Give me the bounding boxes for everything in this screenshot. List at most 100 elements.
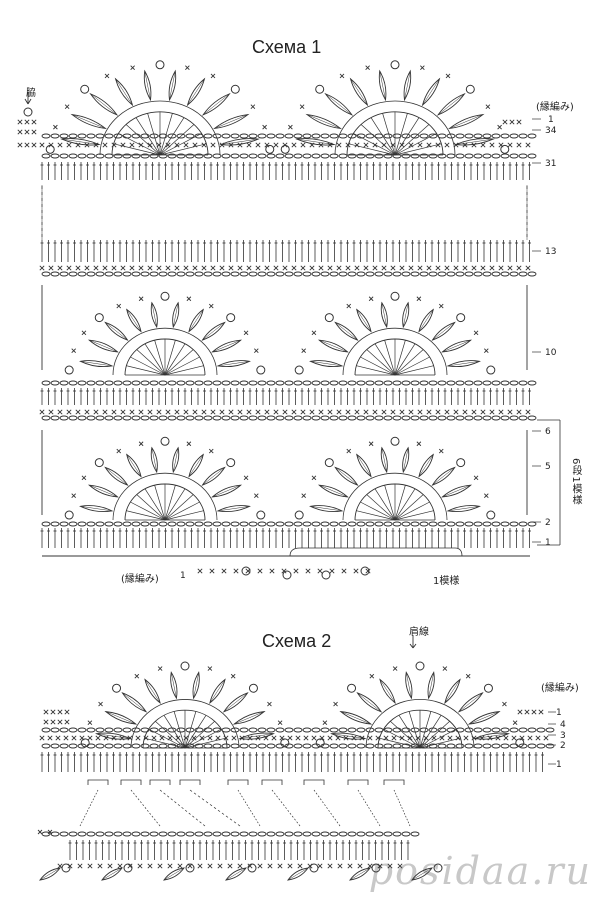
single-crochet-mark xyxy=(71,348,77,353)
chain-row-oval xyxy=(311,153,321,159)
chain-row-oval xyxy=(203,727,213,733)
chain-row-oval xyxy=(527,727,537,733)
chain-row-oval xyxy=(392,380,402,386)
single-crochet-mark xyxy=(359,735,365,741)
single-crochet-mark xyxy=(167,863,173,869)
dashed-join-line xyxy=(294,818,296,821)
chain-row-oval xyxy=(356,380,366,386)
puff-stitch-leaf xyxy=(212,113,250,130)
chain-row-oval xyxy=(311,521,321,527)
picot-circle xyxy=(294,510,304,520)
chain-row-oval xyxy=(509,271,519,277)
chain-row-oval xyxy=(446,133,456,139)
single-crochet-mark xyxy=(273,265,279,271)
fan-radial-stitch xyxy=(159,124,195,156)
single-crochet-mark xyxy=(138,142,144,148)
repeat-bracket xyxy=(289,547,463,557)
single-crochet-mark xyxy=(221,568,227,574)
puff-stitch-vein xyxy=(349,867,371,881)
single-crochet-mark xyxy=(237,142,243,148)
single-crochet-mark xyxy=(525,142,531,148)
picot-circle xyxy=(309,863,319,873)
single-crochet-mark xyxy=(372,142,378,148)
dashed-join-line xyxy=(398,801,401,804)
single-crochet-mark xyxy=(223,735,229,741)
single-crochet-mark xyxy=(511,735,517,741)
single-crochet-mark xyxy=(317,568,323,574)
chain-row-oval xyxy=(464,743,474,749)
fan-radial-stitch xyxy=(394,501,430,521)
chain-row-oval xyxy=(239,153,249,159)
dashed-join-line xyxy=(188,812,191,815)
chain-row-oval xyxy=(410,521,420,527)
single-crochet-mark xyxy=(279,735,285,741)
puff-stitch-vein xyxy=(442,485,471,498)
dashed-join-line xyxy=(192,815,195,818)
single-crochet-mark xyxy=(483,493,489,498)
chain-row-oval xyxy=(230,415,240,421)
picot-circle xyxy=(433,863,443,873)
single-crochet-mark xyxy=(516,142,522,148)
chain-row-oval xyxy=(266,521,276,527)
dashed-join-line xyxy=(163,792,166,795)
picot-circle xyxy=(324,458,334,468)
single-crochet-mark xyxy=(367,863,373,869)
chain-row-oval xyxy=(284,727,294,733)
chain-row-oval xyxy=(410,380,420,386)
fan-chain-arc xyxy=(112,472,218,521)
chain-row-oval xyxy=(392,743,402,749)
dashed-join-line xyxy=(282,804,285,807)
single-crochet-mark xyxy=(354,409,360,415)
dashed-join-line xyxy=(133,792,135,795)
dashed-join-line xyxy=(79,824,82,827)
chain-row-oval xyxy=(104,271,114,277)
chain-row-oval xyxy=(482,415,492,421)
puff-stitch-vein xyxy=(202,93,230,116)
single-crochet-mark xyxy=(300,142,306,148)
single-crochet-mark xyxy=(255,265,261,271)
chain-row-oval xyxy=(509,380,519,386)
single-crochet-mark xyxy=(462,409,468,415)
chain-row-oval xyxy=(68,153,78,159)
single-crochet-mark xyxy=(247,863,253,869)
single-crochet-mark xyxy=(525,265,531,271)
single-crochet-mark xyxy=(17,129,23,135)
single-crochet-mark xyxy=(253,493,259,498)
chain-row-oval xyxy=(338,521,348,527)
single-crochet-mark xyxy=(130,65,135,70)
chain-row-oval xyxy=(95,380,105,386)
single-crochet-mark xyxy=(84,142,90,148)
chain-row-oval xyxy=(419,521,429,527)
fan-radial-stitch xyxy=(154,340,166,376)
row-label-s2-1-bottom: 1 xyxy=(556,760,562,770)
dashed-join-line xyxy=(86,810,89,812)
single-crochet-mark xyxy=(345,265,351,271)
single-crochet-mark xyxy=(104,73,110,79)
single-crochet-mark xyxy=(64,709,70,715)
single-crochet-mark xyxy=(282,142,288,148)
single-crochet-mark xyxy=(39,409,45,415)
chain-row-oval xyxy=(464,727,474,733)
fan-radial-stitch xyxy=(136,494,166,521)
single-crochet-mark xyxy=(107,863,113,869)
chain-row-oval xyxy=(239,521,249,527)
chain-row-oval xyxy=(86,153,96,159)
single-crochet-mark xyxy=(39,735,45,741)
chain-row-oval xyxy=(248,153,258,159)
chain-row-oval xyxy=(131,727,141,733)
single-crochet-mark xyxy=(111,142,117,148)
chain-row-oval xyxy=(68,271,78,277)
fan-radial-stitch xyxy=(126,365,166,376)
chain-row-oval xyxy=(302,133,312,139)
chain-row-oval xyxy=(86,133,96,139)
chain-row-oval xyxy=(167,743,177,749)
row-label-s1-2: 2 xyxy=(545,518,551,528)
single-crochet-mark xyxy=(345,409,351,415)
chain-row-oval xyxy=(50,727,60,733)
fan-radial-stitch xyxy=(144,343,166,376)
puff-stitch-leaf xyxy=(188,308,204,333)
single-crochet-mark xyxy=(17,142,23,148)
chain-row-oval xyxy=(140,153,150,159)
single-crochet-mark xyxy=(255,409,261,415)
chain-row-oval xyxy=(239,271,249,277)
